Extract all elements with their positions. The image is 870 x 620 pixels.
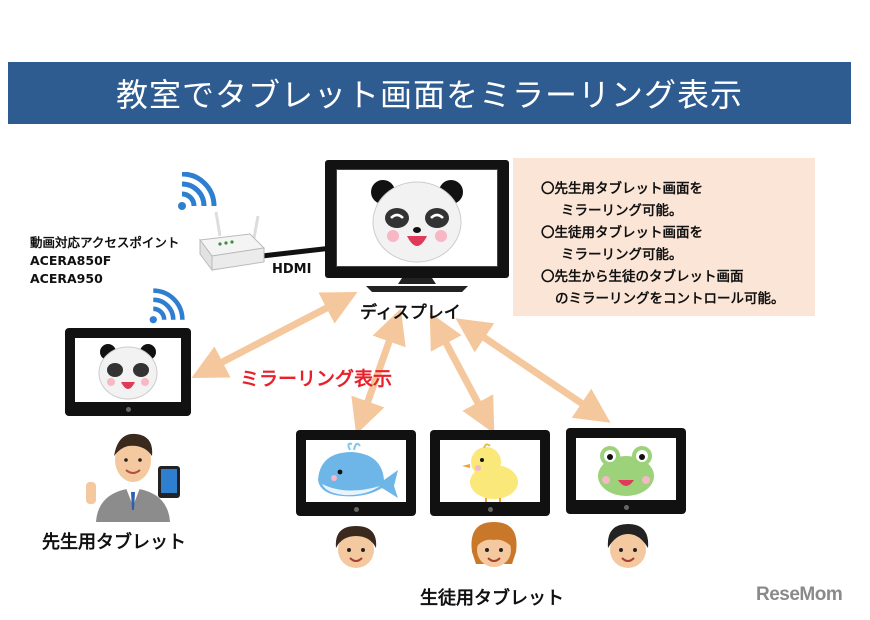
student-face-1 bbox=[335, 526, 377, 568]
hdmi-label: HDMI bbox=[272, 262, 312, 277]
whale-icon bbox=[318, 442, 398, 498]
access-point-model-2: ACERA950 bbox=[30, 271, 103, 286]
teacher-tablet-label: 先生用タブレット bbox=[42, 532, 186, 553]
student-face-2 bbox=[471, 522, 517, 567]
info-line-5: 〇先生から生徒のタブレット画面 bbox=[541, 269, 744, 285]
home-button bbox=[623, 505, 629, 510]
info-line-2: ミラーリング可能。 bbox=[561, 203, 683, 219]
mirroring-label: ミラーリング表示 bbox=[240, 368, 393, 390]
access-point-label-line1: 動画対応アクセスポイント bbox=[30, 235, 180, 250]
student-tablet-3-screen bbox=[576, 438, 676, 500]
display-monitor bbox=[325, 160, 509, 278]
teacher-tablet bbox=[65, 328, 191, 416]
student-tablet-2-screen bbox=[440, 440, 540, 502]
panda-icon-small bbox=[98, 344, 158, 400]
student-tablet-3 bbox=[566, 428, 686, 514]
info-line-3: 〇生徒用タブレット画面を bbox=[541, 225, 703, 241]
wifi-icon-teacher bbox=[149, 288, 185, 324]
student-tablet-1-screen bbox=[306, 440, 406, 502]
arrow-display-student2 bbox=[429, 312, 495, 434]
arrow-display-student1 bbox=[351, 308, 406, 435]
info-line-4: ミラーリング可能。 bbox=[561, 247, 683, 263]
info-box: 〇先生用タブレット画面を ミラーリング可能。 〇生徒用タブレット画面を ミラーリ… bbox=[513, 158, 815, 316]
teacher-tablet-screen bbox=[75, 338, 181, 402]
display-stand bbox=[366, 278, 468, 292]
student-tablets-label: 生徒用タブレット bbox=[420, 588, 564, 609]
wifi-icon bbox=[178, 172, 217, 210]
arrow-display-student3 bbox=[455, 318, 611, 423]
arrow-display-teacher bbox=[191, 291, 358, 379]
chick-icon bbox=[462, 443, 518, 502]
info-line-6: のミラーリングをコントロール可能。 bbox=[555, 291, 785, 307]
student-face-3 bbox=[607, 524, 649, 568]
teacher-figure bbox=[86, 433, 180, 522]
student-tablet-1 bbox=[296, 430, 416, 516]
access-point-label: 動画対応アクセスポイント ACERA850F ACERA950 bbox=[30, 234, 179, 288]
display-screen bbox=[336, 169, 498, 267]
router-icon bbox=[199, 211, 266, 272]
info-line-1: 〇先生用タブレット画面を bbox=[541, 181, 703, 197]
hdmi-cable bbox=[261, 245, 333, 259]
student-tablet-2 bbox=[430, 430, 550, 516]
panda-icon bbox=[371, 180, 463, 263]
access-point-model-1: ACERA850F bbox=[30, 253, 112, 268]
display-label: ディスプレイ bbox=[360, 303, 461, 323]
page-title: 教室でタブレット画面をミラーリング表示 bbox=[115, 76, 743, 114]
home-button bbox=[487, 507, 493, 512]
resemom-logo: ReseMom bbox=[756, 584, 843, 605]
home-button bbox=[125, 407, 131, 412]
home-button bbox=[353, 507, 359, 512]
title-bar: 教室でタブレット画面をミラーリング表示 bbox=[8, 62, 851, 124]
frog-icon bbox=[598, 446, 654, 496]
